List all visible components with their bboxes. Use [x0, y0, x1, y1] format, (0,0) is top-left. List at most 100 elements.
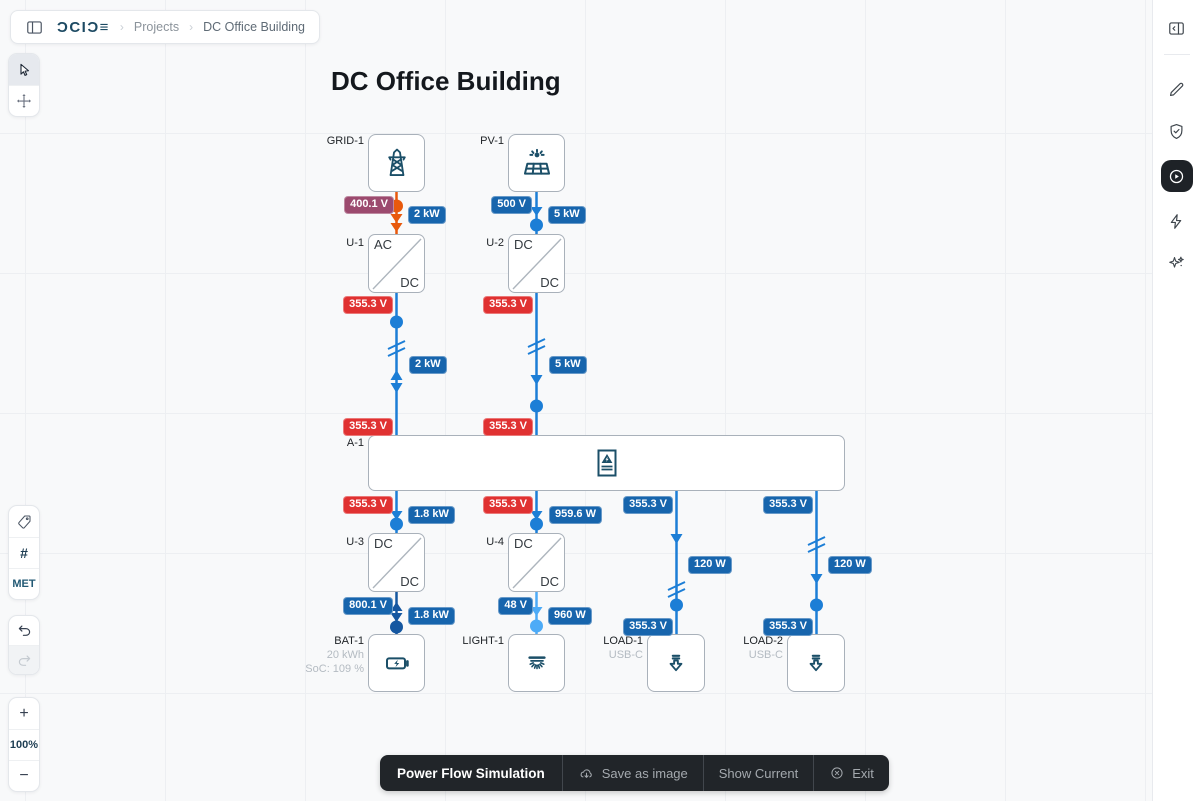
plus-icon: +	[19, 704, 29, 722]
met-label: MET	[12, 578, 36, 590]
usb-load-icon	[809, 654, 823, 672]
node-u1-converter[interactable]: AC DC	[368, 234, 425, 293]
zoom-percent-label: 100%	[9, 739, 39, 751]
bat-1-capacity: 20 kWh	[326, 649, 364, 661]
node-a1-busbar[interactable]	[368, 435, 845, 491]
shield-check-icon	[1170, 123, 1183, 139]
node-u3-converter[interactable]: DC DC	[368, 533, 425, 592]
redo-button[interactable]	[9, 645, 39, 674]
load-1-type: USB-C	[608, 649, 643, 661]
sidebar-divider	[1163, 54, 1190, 55]
met-button[interactable]: MET	[9, 568, 39, 599]
node-label-grid-1: GRID-1	[326, 135, 364, 147]
toolbar-divider	[561, 755, 563, 791]
sidebar-toggle-button[interactable]	[21, 12, 47, 43]
node-load-1[interactable]	[647, 634, 705, 692]
u4-input-port-label: DC	[514, 536, 533, 551]
voltage-badge-u1-out: 355.3 V	[343, 296, 393, 314]
voltage-badge-u3-out: 800.1 V	[343, 597, 393, 615]
show-current-button[interactable]: Show Current	[704, 766, 813, 781]
converter-diagonal	[371, 537, 422, 588]
node-label-pv-1: PV-1	[480, 135, 504, 147]
voltage-badge-u3-in: 355.3 V	[343, 496, 393, 514]
power-badge-u3-out: 1.8 kW	[408, 607, 455, 625]
u3-output-port-label: DC	[400, 574, 419, 589]
voltage-badge-feeder1-bus: 355.3 V	[343, 418, 393, 436]
transmission-tower-icon	[387, 148, 406, 176]
node-grid-1[interactable]	[368, 134, 425, 192]
select-tool-button[interactable]	[9, 54, 39, 85]
pencil-icon	[1169, 82, 1184, 96]
zoom-in-button[interactable]: +	[9, 698, 39, 729]
collapse-panel-button[interactable]	[1160, 11, 1194, 45]
node-label-load-2: LOAD-2	[743, 635, 783, 647]
undo-icon	[18, 625, 30, 636]
node-label-a1: A-1	[346, 437, 364, 449]
breadcrumb-separator: ›	[119, 20, 124, 34]
node-bat-1[interactable]	[368, 634, 425, 692]
breadcrumb-separator: ›	[189, 20, 194, 34]
simulation-mode-button-active[interactable]	[1160, 160, 1193, 192]
breadcrumb: ƆCIƆ≡ › Projects › DC Office Building	[10, 10, 320, 44]
simulation-mode-label: Power Flow Simulation	[397, 765, 545, 781]
toolbar-divider	[813, 755, 815, 791]
page-title: DC Office Building	[331, 66, 561, 96]
history-panel	[8, 615, 40, 675]
busbar-icon	[597, 449, 616, 477]
zoom-out-button[interactable]: −	[9, 760, 39, 791]
bat-1-soc: SoC: 109 %	[305, 663, 364, 675]
node-label-load-1: LOAD-1	[603, 635, 643, 647]
node-load-2[interactable]	[787, 634, 845, 692]
converter-diagonal	[511, 537, 562, 588]
pan-tool-button[interactable]	[9, 85, 39, 116]
undo-button[interactable]	[9, 616, 39, 645]
zoom-level-button[interactable]: 100%	[9, 729, 39, 760]
x-circle-icon	[831, 767, 843, 779]
usb-load-icon	[669, 654, 683, 672]
voltage-badge-pv: 500 V	[491, 196, 532, 214]
voltage-badge-load1-in: 355.3 V	[623, 496, 673, 514]
right-sidebar	[1152, 0, 1200, 801]
lightning-bolt-icon	[1170, 213, 1182, 229]
power-badge-feeder2: 5 kW	[549, 356, 587, 374]
power-analysis-button[interactable]	[1160, 204, 1194, 238]
cloud-download-icon	[580, 768, 592, 778]
node-label-bat-1: BAT-1	[334, 635, 364, 647]
power-badge-load2: 120 W	[828, 556, 872, 574]
u1-output-port-label: DC	[400, 275, 419, 290]
node-light-1[interactable]	[508, 634, 565, 692]
u3-input-port-label: DC	[374, 536, 393, 551]
grid-snap-button[interactable]: #	[9, 537, 39, 568]
u4-output-port-label: DC	[540, 574, 559, 589]
node-u4-converter[interactable]: DC DC	[508, 533, 565, 592]
voltage-badge-load2-in: 355.3 V	[763, 496, 813, 514]
redo-icon	[18, 655, 30, 666]
label-tool-button[interactable]	[9, 506, 39, 537]
power-badge-pv: 5 kW	[548, 206, 586, 224]
power-badge-feeder1: 2 kW	[409, 356, 447, 374]
breadcrumb-item-projects[interactable]: Projects	[133, 20, 180, 34]
node-pv-1[interactable]	[508, 134, 565, 192]
panel-left-icon	[26, 20, 42, 34]
power-badge-u4-out: 960 W	[548, 607, 592, 625]
exit-label: Exit	[852, 765, 874, 781]
voltage-badge-u2-out: 355.3 V	[483, 296, 533, 314]
panel-right-icon	[1169, 21, 1184, 35]
power-badge-u3-in: 1.8 kW	[408, 506, 455, 524]
tag-icon	[18, 514, 31, 529]
play-circle-icon	[1169, 169, 1184, 183]
dcide-logo[interactable]: ƆCIƆ≡	[57, 18, 110, 36]
node-label-u4: U-4	[486, 536, 504, 548]
save-as-image-button[interactable]: Save as image	[563, 765, 703, 782]
breadcrumb-item-current: DC Office Building	[203, 20, 305, 34]
validate-mode-button[interactable]	[1160, 114, 1194, 148]
exit-simulation-button[interactable]: Exit	[814, 765, 889, 781]
ai-assistant-button[interactable]	[1160, 246, 1194, 280]
save-as-image-label: Save as image	[601, 765, 688, 781]
node-u2-converter[interactable]: DC DC	[508, 234, 565, 293]
solar-panel-icon	[523, 148, 550, 175]
voltage-badge-load2: 355.3 V	[763, 618, 813, 636]
edit-mode-button[interactable]	[1160, 72, 1194, 106]
node-label-u3: U-3	[346, 536, 364, 548]
